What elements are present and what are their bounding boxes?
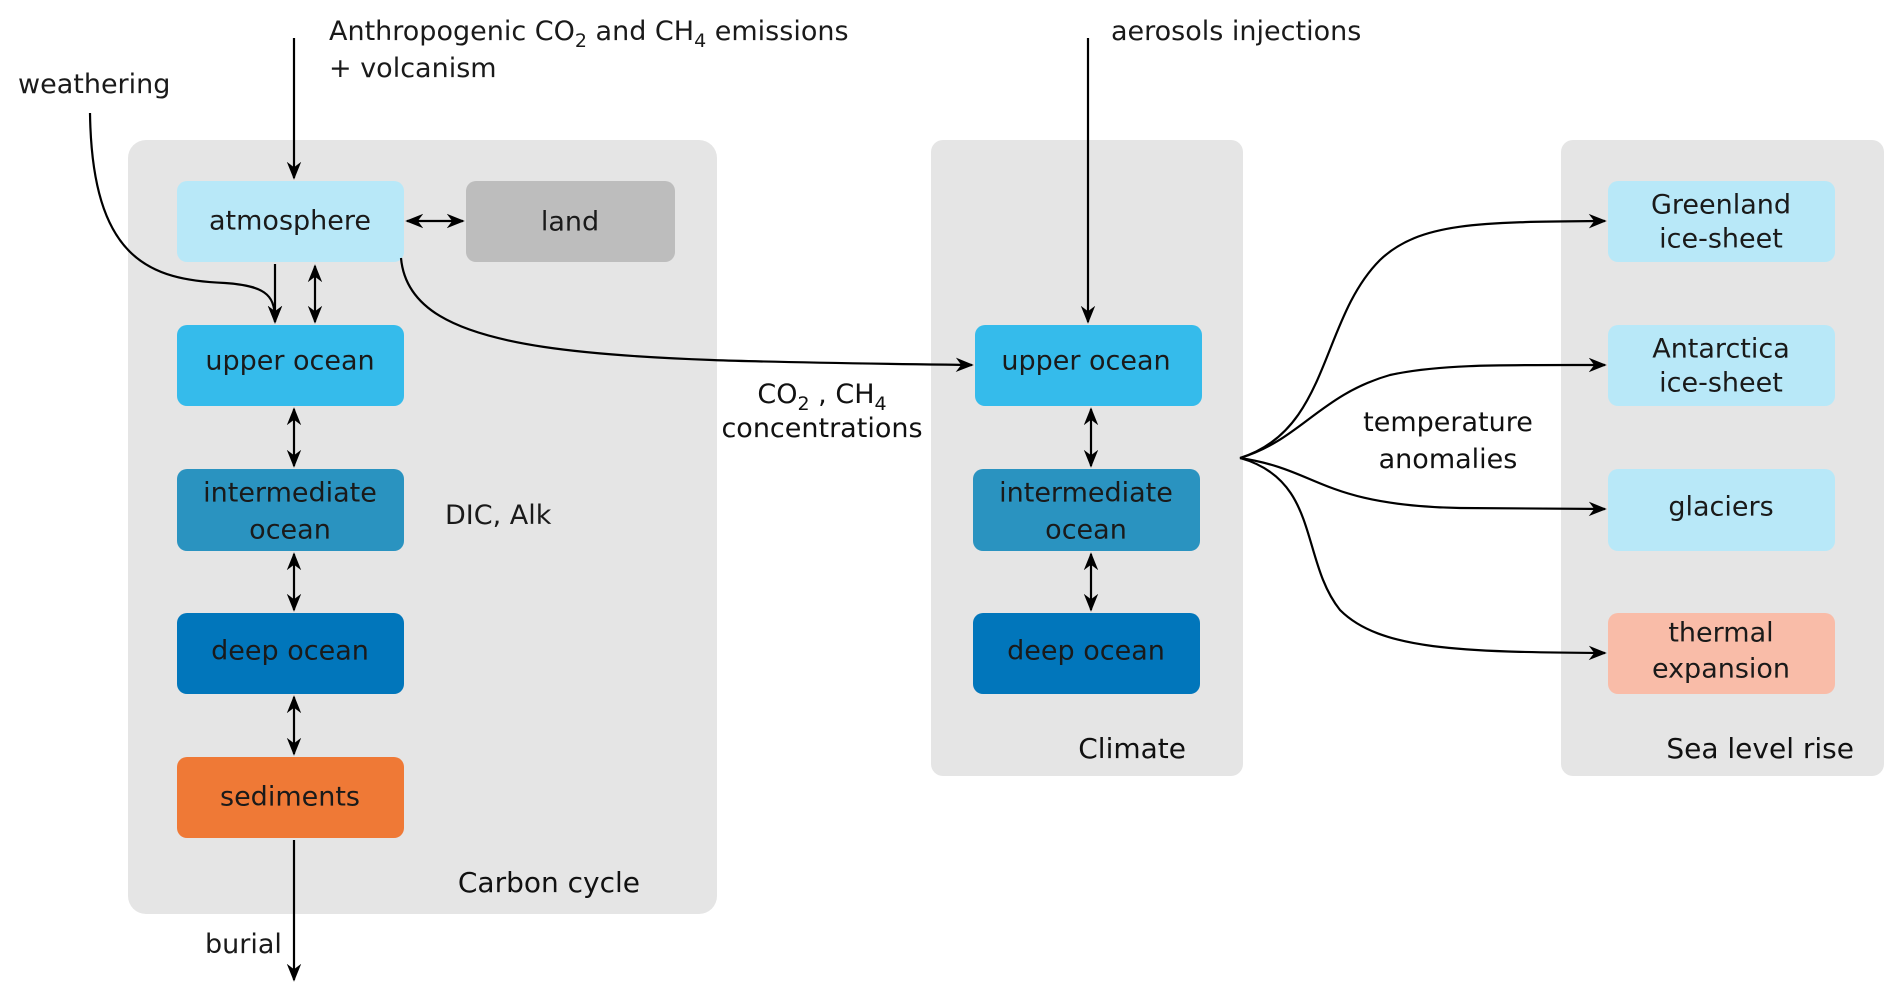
- edge-temperature-to-greenland: [1239, 213, 1607, 460]
- weathering-label: weathering: [18, 69, 170, 100]
- node-land-label: land: [541, 207, 599, 238]
- node-climate-intermediate-ocean[interactable]: intermediate ocean: [973, 469, 1200, 551]
- node-carbon-deep-ocean[interactable]: deep ocean: [177, 613, 404, 694]
- node-thermal-expansion-box: [1608, 613, 1835, 694]
- node-thermal-expansion-label-1: thermal: [1668, 618, 1773, 649]
- edge-temperature-to-antarctica: [1239, 357, 1607, 460]
- burial-label: burial: [205, 929, 282, 960]
- node-greenland-label-1: Greenland: [1651, 190, 1791, 221]
- concentrations-label-line2: concentrations: [721, 413, 922, 444]
- node-climate-upper-ocean-box: [975, 325, 1202, 406]
- node-sediments-box: [177, 757, 404, 838]
- node-atmosphere[interactable]: atmosphere: [177, 181, 404, 262]
- node-carbon-upper-ocean[interactable]: upper ocean: [177, 325, 404, 406]
- node-carbon-deep-ocean-label: deep ocean: [211, 636, 369, 667]
- node-climate-deep-ocean-label: deep ocean: [1007, 636, 1165, 667]
- temperature-label-line1: temperature: [1363, 407, 1533, 438]
- node-thermal-expansion-label-2: expansion: [1652, 654, 1790, 685]
- node-thermal-expansion[interactable]: thermal expansion: [1608, 613, 1835, 694]
- node-carbon-upper-ocean-label: upper ocean: [205, 346, 374, 377]
- sea-level-rise-title: Sea level rise: [1666, 732, 1854, 765]
- node-climate-upper-ocean-label: upper ocean: [1001, 346, 1170, 377]
- node-carbon-intermediate-ocean-box: [177, 469, 404, 551]
- node-carbon-upper-ocean-box: [177, 325, 404, 406]
- node-antarctica-box: [1608, 325, 1835, 406]
- node-greenland-label-2: ice-sheet: [1659, 224, 1783, 255]
- node-climate-upper-ocean[interactable]: upper ocean: [975, 325, 1202, 406]
- node-carbon-intermediate-ocean[interactable]: intermediate ocean: [177, 469, 404, 551]
- volcanism-label: + volcanism: [329, 53, 497, 84]
- node-climate-intermediate-ocean-box: [973, 469, 1200, 551]
- edge-atmosphere-to-climate: [399, 257, 974, 372]
- node-sediments[interactable]: sediments: [177, 757, 404, 838]
- climate-title: Climate: [1078, 732, 1186, 765]
- node-carbon-intermediate-ocean-label-2: ocean: [249, 515, 331, 546]
- edge-temperature-to-thermal-expansion: [1239, 456, 1607, 661]
- node-antarctica[interactable]: Antarctica ice-sheet: [1608, 325, 1835, 406]
- node-antarctica-label-2: ice-sheet: [1659, 368, 1783, 399]
- dic-alk-note: DIC, Alk: [445, 500, 552, 531]
- node-climate-deep-ocean[interactable]: deep ocean: [973, 613, 1200, 694]
- node-atmosphere-box: [177, 181, 404, 262]
- node-glaciers-label: glaciers: [1668, 492, 1773, 523]
- node-glaciers-box: [1608, 469, 1835, 551]
- aerosols-label: aerosols injections: [1111, 16, 1361, 47]
- node-greenland[interactable]: Greenland ice-sheet: [1608, 181, 1835, 262]
- node-climate-deep-ocean-box: [973, 613, 1200, 694]
- node-atmosphere-label: atmosphere: [209, 206, 371, 237]
- node-greenland-box: [1608, 181, 1835, 262]
- carbon-cycle-title: Carbon cycle: [458, 866, 640, 899]
- node-carbon-deep-ocean-box: [177, 613, 404, 694]
- node-land-box: [466, 181, 675, 262]
- node-land[interactable]: land: [466, 181, 675, 262]
- node-climate-intermediate-ocean-label-2: ocean: [1045, 515, 1127, 546]
- node-climate-intermediate-ocean-label-1: intermediate: [999, 478, 1173, 509]
- emissions-label: Anthropogenic CO2 and CH4 emissions: [329, 16, 849, 52]
- temperature-label-line2: anomalies: [1379, 444, 1518, 475]
- concentrations-label-line1: CO2 , CH4: [757, 379, 886, 415]
- node-glaciers[interactable]: glaciers: [1608, 469, 1835, 551]
- node-sediments-label: sediments: [220, 782, 360, 813]
- edge-weathering-to-upper-ocean: [88, 112, 283, 324]
- edge-temperature-to-glaciers: [1239, 456, 1607, 517]
- node-antarctica-label-1: Antarctica: [1652, 334, 1790, 365]
- node-carbon-intermediate-ocean-label-1: intermediate: [203, 478, 377, 509]
